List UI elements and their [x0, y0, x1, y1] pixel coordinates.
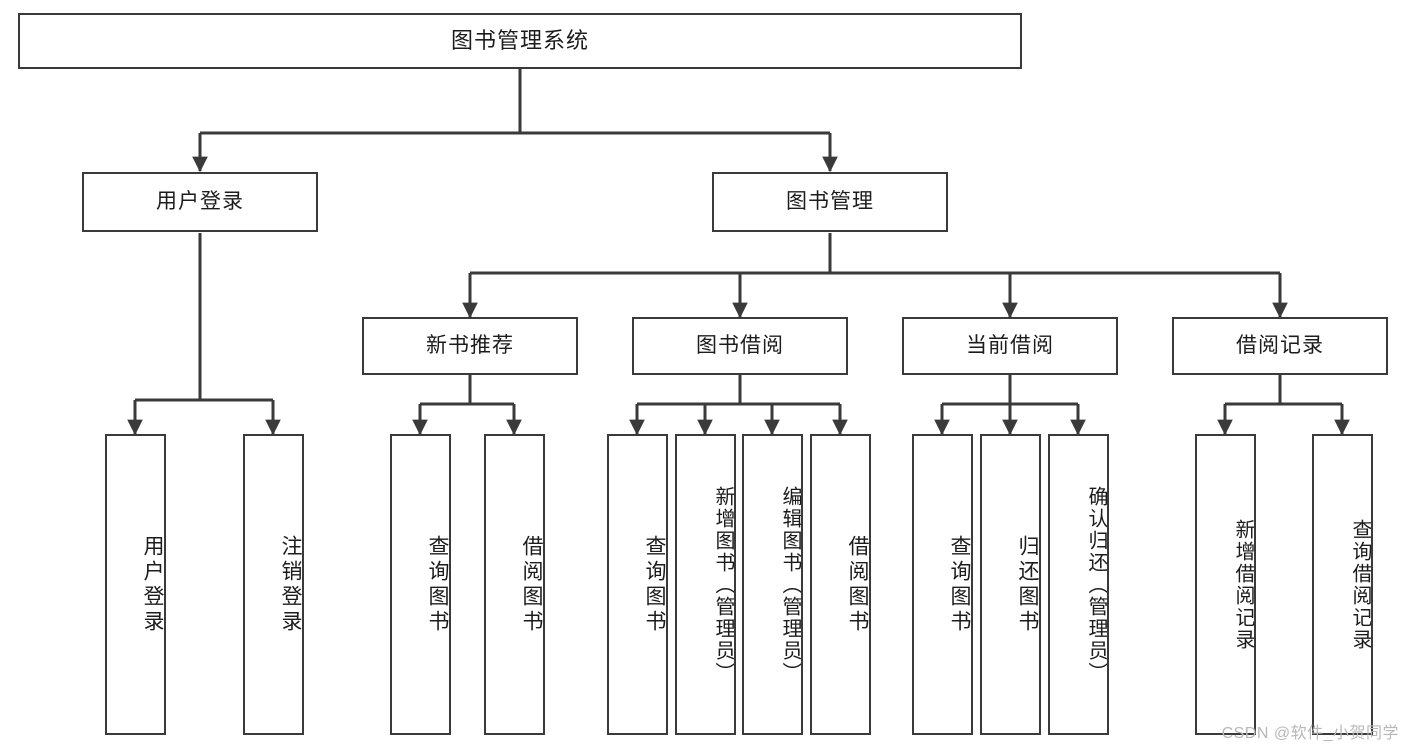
node-label: 确认归还（管理员） [1085, 485, 1107, 684]
node-label: 借阅图书 [846, 534, 869, 635]
node-label: 新书推荐 [426, 334, 514, 358]
node-user-login[interactable]: 用户登录 [82, 172, 318, 232]
node-label: 查询图书 [643, 534, 666, 635]
node-label: 新增借阅记录 [1232, 518, 1254, 651]
node-label: 当前借阅 [966, 334, 1054, 358]
node-leaf-query-book-current[interactable]: 查询图书 [912, 434, 973, 735]
node-leaf-user-login[interactable]: 用户登录 [105, 434, 166, 735]
node-label: 图书借阅 [696, 334, 784, 358]
node-leaf-query-book-borrow[interactable]: 查询图书 [607, 434, 668, 735]
csdn-watermark: CSDN @软件_小贺同学 [1221, 725, 1399, 742]
node-leaf-add-borrow-record[interactable]: 新增借阅记录 [1195, 434, 1256, 735]
node-label: 图书管理系统 [450, 27, 589, 53]
node-leaf-confirm-return-admin[interactable]: 确认归还（管理员） [1048, 434, 1109, 735]
node-label: 查询图书 [426, 534, 449, 635]
node-label: 编辑图书（管理员） [779, 485, 801, 684]
node-leaf-logout[interactable]: 注销登录 [243, 434, 304, 735]
node-current-borrowing[interactable]: 当前借阅 [902, 317, 1118, 375]
node-label: 注销登录 [279, 534, 302, 635]
node-book-management[interactable]: 图书管理 [712, 172, 948, 232]
node-label: 查询借阅记录 [1349, 518, 1371, 651]
node-leaf-add-book-admin[interactable]: 新增图书（管理员） [675, 434, 736, 735]
node-borrowing-record[interactable]: 借阅记录 [1172, 317, 1388, 375]
node-label: 借阅图书 [520, 534, 543, 635]
node-label: 用户登录 [156, 190, 244, 214]
node-label: 归还图书 [1016, 534, 1039, 635]
node-leaf-borrow-book-newbook[interactable]: 借阅图书 [484, 434, 545, 735]
node-leaf-edit-book-admin[interactable]: 编辑图书（管理员） [742, 434, 803, 735]
node-root-system[interactable]: 图书管理系统 [18, 13, 1022, 69]
node-book-borrowing[interactable]: 图书借阅 [632, 317, 848, 375]
node-label: 用户登录 [141, 534, 164, 635]
node-leaf-query-borrow-record[interactable]: 查询借阅记录 [1312, 434, 1373, 735]
node-leaf-return-book[interactable]: 归还图书 [980, 434, 1041, 735]
node-leaf-borrow-book[interactable]: 借阅图书 [810, 434, 871, 735]
node-new-book-recommendation[interactable]: 新书推荐 [362, 317, 578, 375]
node-label: 图书管理 [786, 190, 874, 214]
node-label: 查询图书 [948, 534, 971, 635]
node-leaf-query-book-newbook[interactable]: 查询图书 [390, 434, 451, 735]
node-label: 借阅记录 [1236, 334, 1324, 358]
node-label: 新增图书（管理员） [712, 485, 734, 684]
